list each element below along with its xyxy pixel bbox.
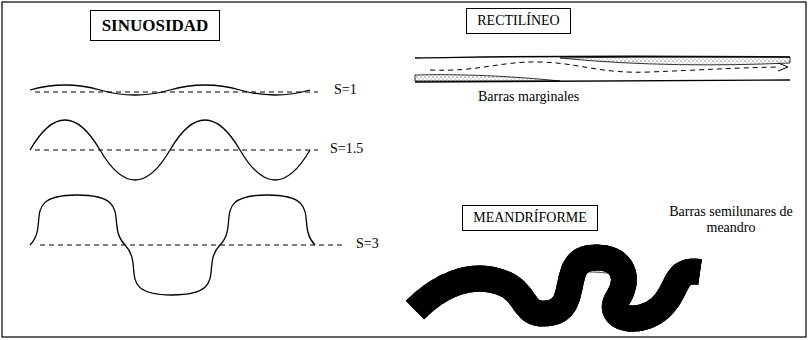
pattern-box: RECTILÍNEO bbox=[466, 8, 571, 34]
bar-label: Barras semilunares de meandro bbox=[660, 204, 802, 236]
meandering-channel bbox=[415, 258, 700, 323]
sinuosity-value: S=1.5 bbox=[330, 141, 363, 157]
box-text: RECTILÍNEO bbox=[477, 13, 559, 29]
box-text: MEANDRÍFORME bbox=[473, 210, 587, 226]
bar-label: Barras marginales bbox=[478, 89, 579, 105]
pattern-box: MEANDRÍFORME bbox=[462, 205, 598, 231]
box-text: SINUOSIDAD bbox=[102, 16, 209, 36]
sinuosity-value: S=1 bbox=[334, 82, 357, 98]
sinuosity-curves bbox=[30, 85, 345, 295]
straight-channel bbox=[415, 56, 790, 82]
frame bbox=[2, 2, 806, 337]
title-box: SINUOSIDAD bbox=[90, 10, 220, 41]
sinuosity-value: S=3 bbox=[356, 236, 379, 252]
